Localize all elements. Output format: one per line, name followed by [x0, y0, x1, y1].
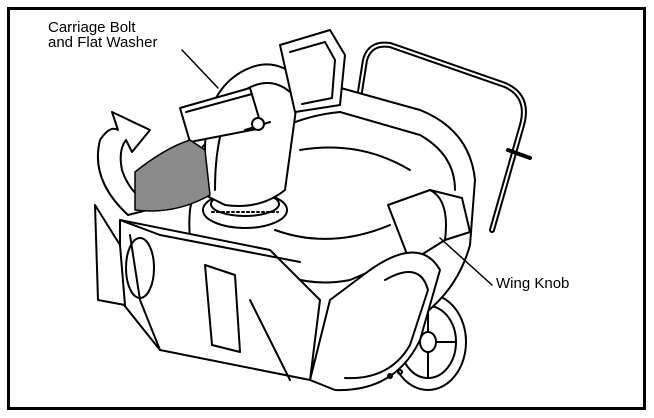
leader-line-carriage-bolt: [181, 49, 219, 89]
chute-turn-arrow: [134, 139, 211, 212]
callout-carriage-bolt-line1: Carriage Bolt: [48, 19, 136, 36]
side-cover: [309, 251, 441, 392]
callout-carriage-bolt: Carriage Bolt and Flat Washer: [48, 20, 158, 50]
leader-line-wing-knob: [439, 237, 493, 286]
callout-wing-knob: Wing Knob: [496, 275, 570, 292]
discharge-chute: [179, 29, 346, 207]
rotation-arrow: [94, 111, 156, 306]
handle-bar: [347, 41, 532, 233]
callout-carriage-bolt-line2: and Flat Washer: [48, 34, 158, 51]
auger-housing: [119, 219, 321, 381]
